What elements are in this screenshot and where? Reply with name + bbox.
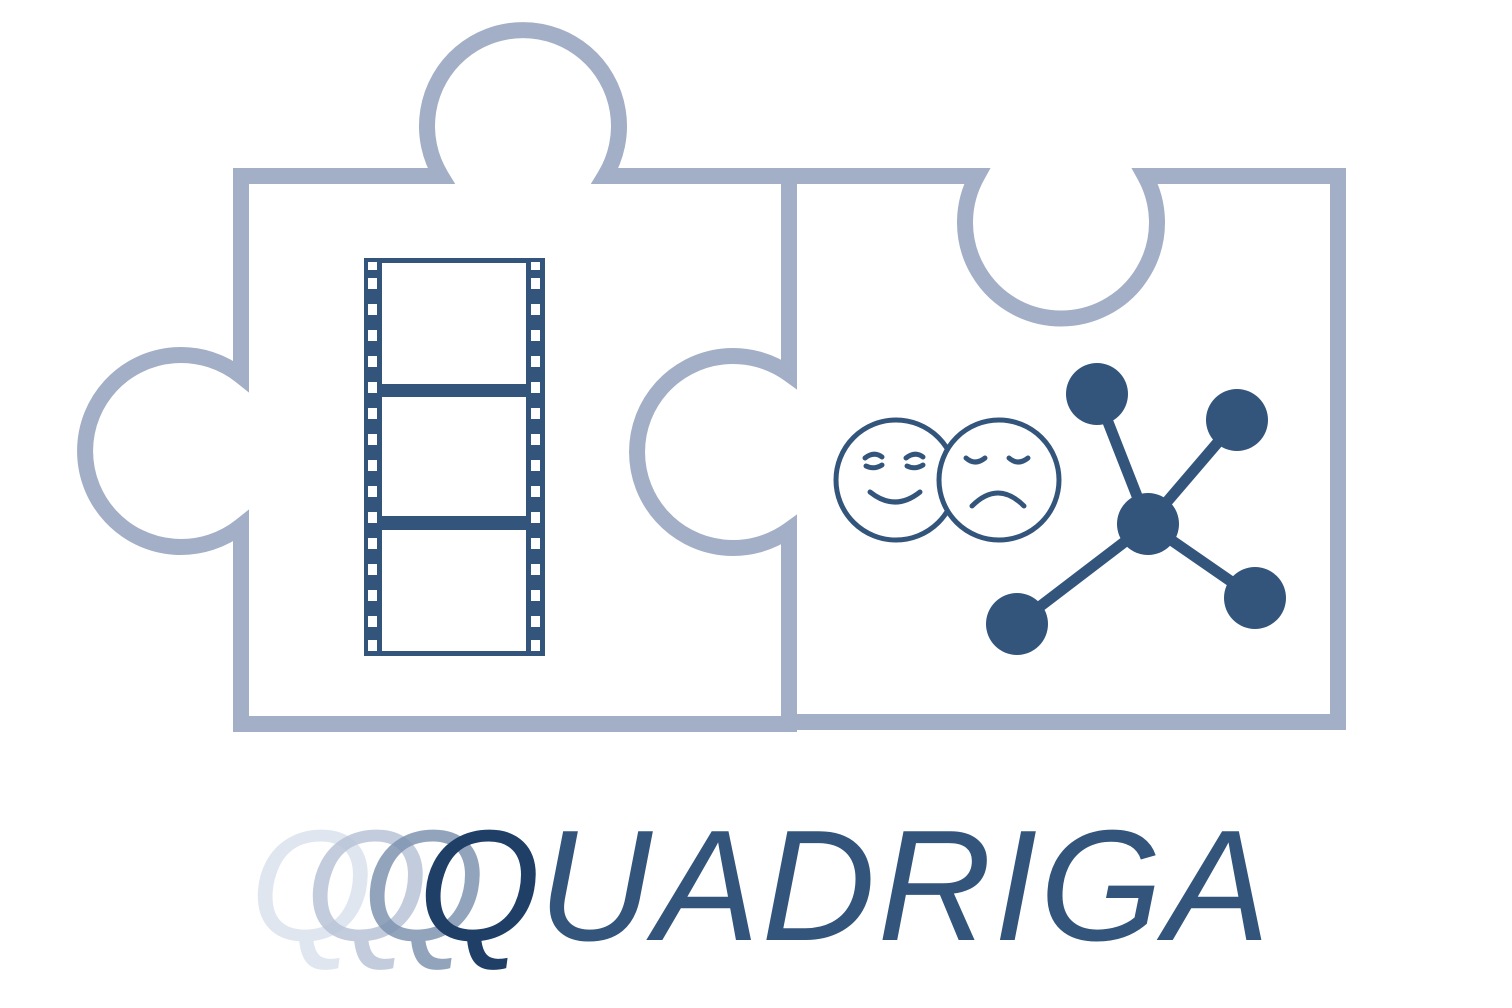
sad-face-icon: [936, 417, 1062, 543]
ghost-q-2: Q: [305, 798, 428, 974]
puzzle-piece-right: [789, 168, 1346, 730]
puzzle-piece-left: [77, 22, 797, 732]
emotion-faces-icon: [833, 417, 1062, 543]
ghost-q-1: Q: [250, 798, 373, 974]
wordmark-rest: UADRIGA: [538, 798, 1272, 974]
film-strip-icon: [364, 258, 545, 656]
wordmark-q: Q: [418, 798, 541, 974]
ghost-q-3: Q: [362, 798, 485, 974]
network-graph-icon: [986, 363, 1286, 655]
wordmark-ghost-trail: Q Q Q: [250, 798, 485, 974]
